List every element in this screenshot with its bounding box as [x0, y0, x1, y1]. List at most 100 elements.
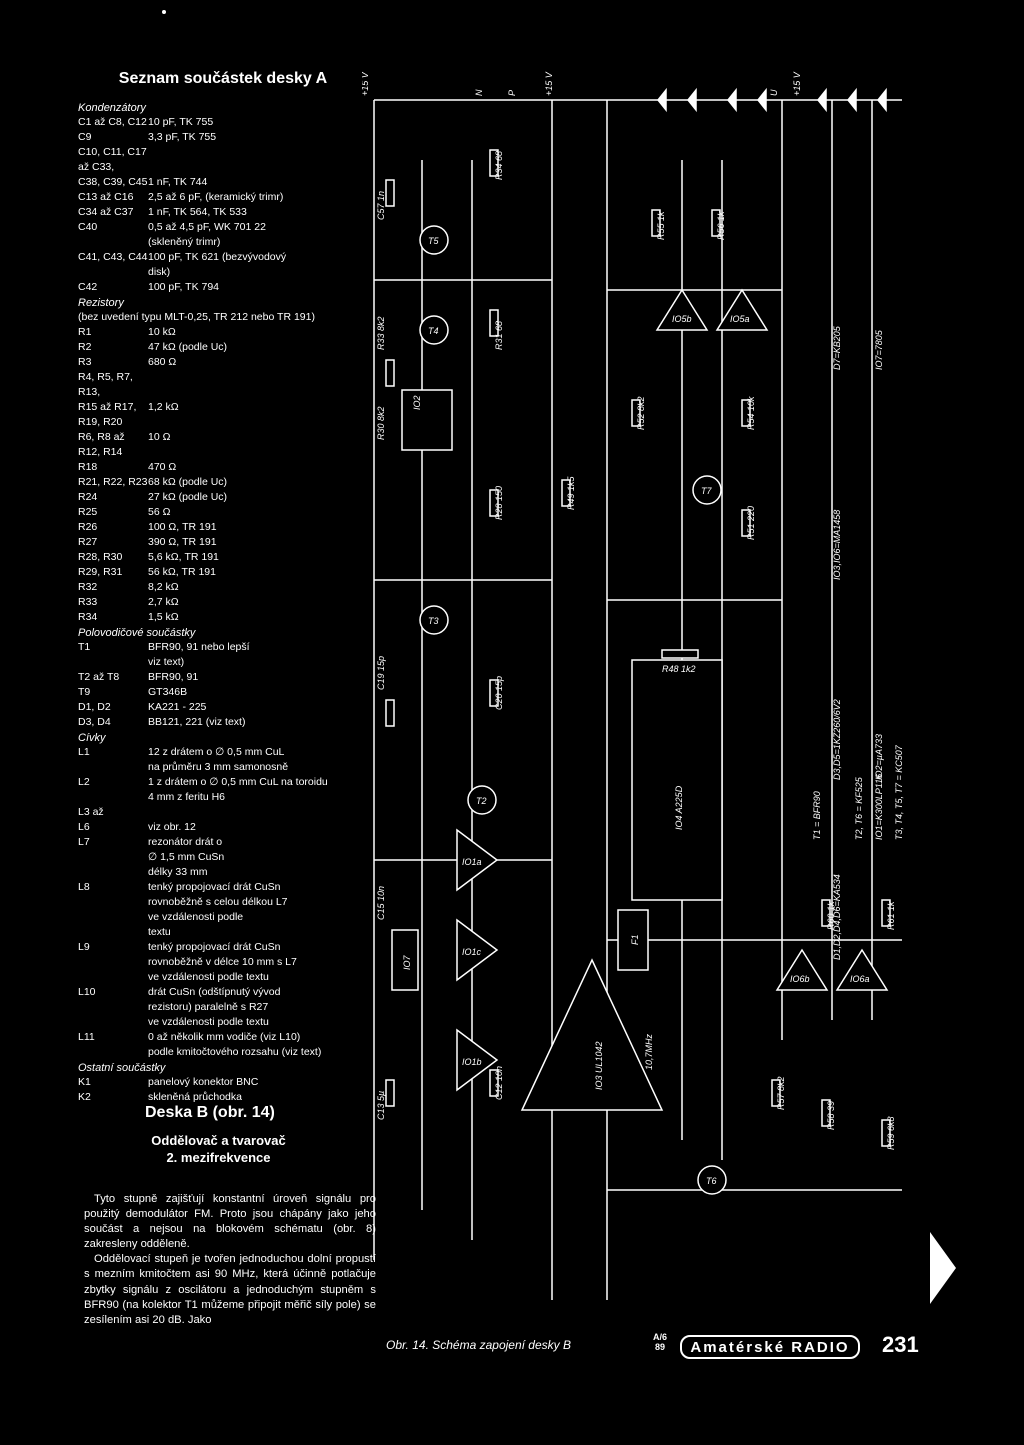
issue-bottom: 89	[655, 1342, 666, 1352]
part-value: 1 nF, TK 564, TK 533	[148, 206, 247, 218]
part-designator	[78, 850, 148, 865]
part-value: 47 kΩ (podle Uc)	[148, 341, 228, 353]
part-value: 1,2 kΩ	[148, 401, 179, 413]
svg-text:R61 1k: R61 1k	[886, 901, 896, 930]
part-value: textu	[148, 926, 171, 938]
part-value: skleněná průchodka	[148, 1091, 242, 1103]
part-designator: R29, R31	[78, 566, 123, 578]
svg-text:R28 150: R28 150	[494, 486, 504, 520]
svg-text:T5: T5	[428, 236, 439, 246]
part-designator	[78, 970, 148, 985]
section-heading-line-2: 2. mezifrekvence	[166, 1150, 271, 1165]
part-value: panelový konektor BNC	[148, 1076, 259, 1088]
svg-text:C57 1n: C57 1n	[376, 191, 386, 220]
part-designator: C41, C43, C44	[78, 251, 148, 263]
svg-text:P: P	[507, 90, 517, 96]
part-designator: C10, C11, C17	[78, 146, 147, 158]
resistors-title: Rezistory	[78, 297, 124, 309]
part-value: ve vzdálenosti podle textu	[148, 971, 269, 983]
parts-list: Seznam součástek desky A Kondenzátory C1…	[78, 70, 368, 1360]
part-designator	[78, 265, 148, 280]
part-row: ve vzdálenosti podle textu	[78, 970, 368, 985]
part-designator: C13 až C16	[78, 191, 134, 203]
part-value: 0,5 až 4,5 pF, WK 701 22	[148, 221, 266, 233]
part-designator	[78, 655, 148, 670]
part-designator: R27	[78, 536, 98, 548]
part-row: rovnoběžně v délce 10 mm s L7	[78, 955, 368, 970]
part-value: rovnoběžně v délce 10 mm s L7	[148, 956, 297, 968]
svg-text:C12 10n: C12 10n	[494, 1066, 504, 1100]
part-designator: C38, C39, C45	[78, 176, 148, 188]
part-row: 4 mm z feritu H6	[78, 790, 368, 805]
part-value: tenký propojovací drát CuSn	[148, 881, 281, 893]
part-designator: L6	[78, 821, 90, 833]
svg-text:R49 1k5: R49 1k5	[566, 475, 576, 510]
magazine-logo: Amatérské RADIO	[680, 1335, 860, 1359]
capacitors-title: Kondenzátory	[78, 102, 146, 114]
part-value: délky 33 mm	[148, 866, 208, 878]
print-speck	[162, 10, 166, 14]
svg-text:IO2=µA733: IO2=µA733	[874, 734, 884, 780]
components	[385, 149, 891, 1195]
part-designator: R4, R5, R7, R13,	[78, 371, 133, 398]
svg-text:R34 68: R34 68	[494, 151, 504, 180]
svg-text:10,7MHz: 10,7MHz	[644, 1033, 654, 1070]
part-designator: R2	[78, 341, 92, 353]
part-value: 12 z drátem o ∅ 0,5 mm CuL	[148, 746, 285, 758]
continue-arrow-icon	[930, 1232, 956, 1304]
part-value	[148, 370, 368, 400]
part-value: 10 kΩ	[148, 326, 176, 338]
part-designator: R15 až R17, R19, R20	[78, 401, 137, 428]
svg-text:N: N	[474, 89, 484, 96]
part-row: textu	[78, 925, 368, 940]
part-designator: C9	[78, 131, 92, 143]
part-designator: R26	[78, 521, 98, 533]
svg-text:IO2: IO2	[412, 395, 422, 410]
svg-text:IO4 A225D: IO4 A225D	[674, 785, 684, 830]
parts-list-heading: Seznam součástek desky A	[118, 70, 328, 87]
part-designator: L9	[78, 941, 90, 953]
part-value: rovnoběžně s celou délkou L7	[148, 896, 288, 908]
svg-text:IO5a: IO5a	[730, 314, 750, 324]
part-designator: C34 až C37	[78, 206, 134, 218]
schematic-labels: +15 V N P +15 V U +15 V IO2 IO4 A225D IO…	[362, 71, 904, 1186]
svg-text:T2: T2	[476, 796, 487, 806]
part-designator	[78, 1015, 148, 1030]
part-designator: K2	[78, 1091, 91, 1103]
part-value: podle kmitočtového rozsahu (viz text)	[148, 1046, 322, 1058]
part-value: disk)	[148, 266, 171, 278]
svg-text:R33 8k2: R33 8k2	[376, 316, 386, 350]
section-heading-line-1: Oddělovač a tvarovač	[151, 1133, 286, 1148]
svg-text:IO1a: IO1a	[462, 857, 482, 867]
part-designator	[78, 895, 148, 910]
board-b-title: Deska B (obr. 14)	[145, 1104, 275, 1121]
part-value: 1,5 kΩ	[148, 611, 179, 623]
part-designator: L11	[78, 1031, 95, 1043]
part-designator	[78, 865, 148, 880]
part-designator: R6, R8 až R12, R14	[78, 431, 125, 458]
part-row: rezistoru) paralelně s R27	[78, 1000, 368, 1015]
part-value: 390 Ω, TR 191	[148, 536, 217, 548]
svg-text:IO1c: IO1c	[462, 947, 482, 957]
svg-text:IO3 UL1042: IO3 UL1042	[594, 1041, 604, 1090]
svg-text:R51 220: R51 220	[746, 506, 756, 540]
part-designator: R33	[78, 596, 98, 608]
part-designator	[78, 1045, 148, 1060]
part-row: K2 skleněná průchodka	[78, 1090, 368, 1105]
